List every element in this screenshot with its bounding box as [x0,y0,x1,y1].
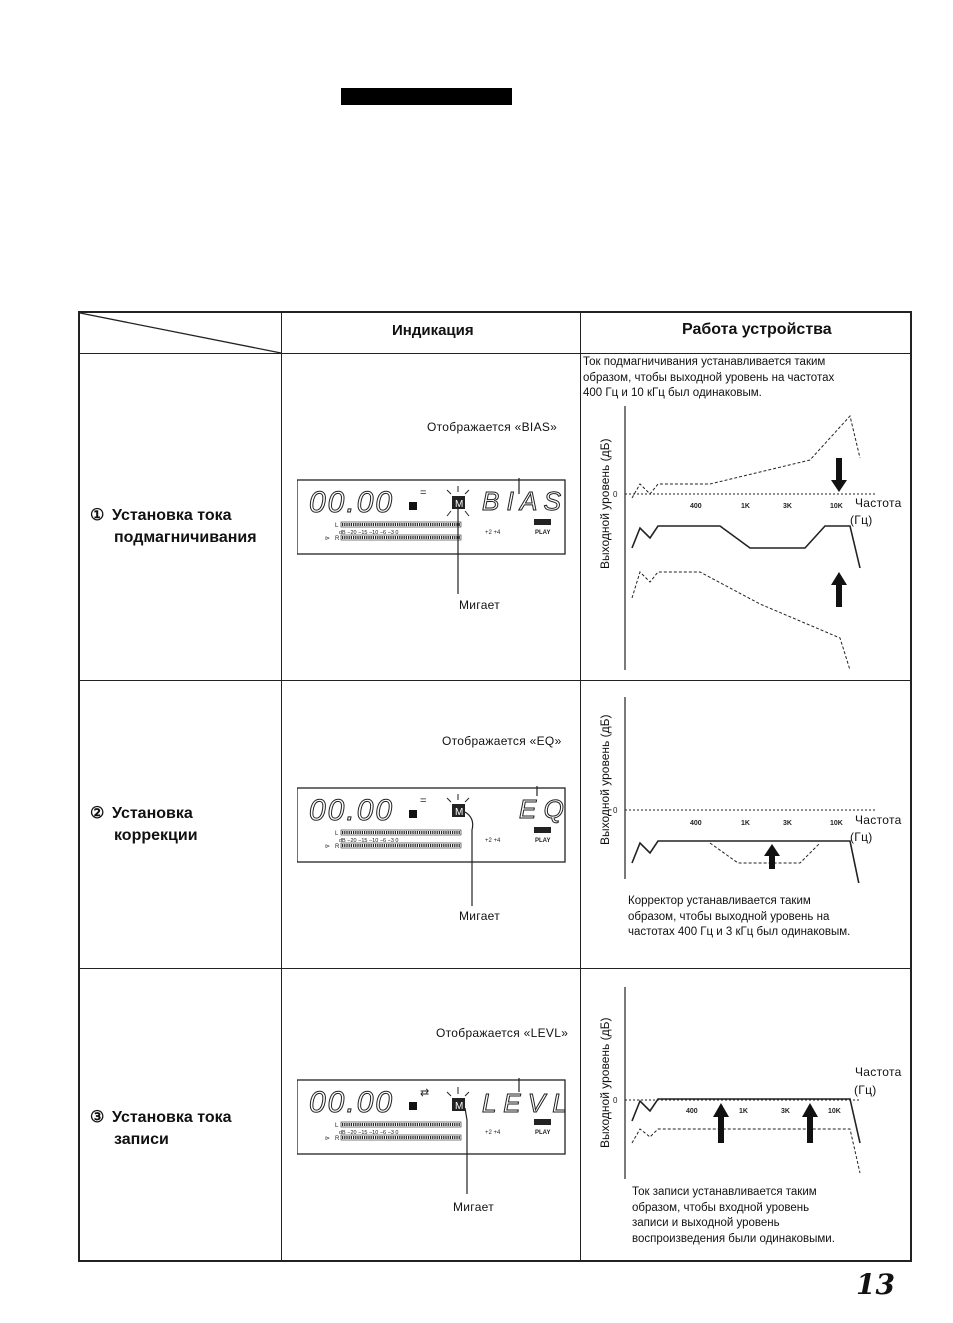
row-divider [80,680,910,681]
row-divider [80,353,910,354]
x-axis-unit: (Гц) [850,513,873,527]
lcd-counter: 00.00 [309,794,394,827]
header-indication: Индикация [392,322,474,339]
lcd-display-levl: 00.00 ⇄ M L E V L L dB −20 −15 −10 −6 −3… [297,1078,567,1194]
blinks-caption: Мигает [453,1200,495,1214]
svg-text:10K: 10K [830,820,843,827]
displayed-caption-eq: Отображается «EQ» [442,734,562,748]
svg-text:+2 +4: +2 +4 [485,530,501,536]
svg-text:⊳: ⊳ [325,844,330,850]
lcd-counter: 00.00 [309,486,394,519]
corner-diagonal [80,313,282,354]
response-graph-level: 0 400 1K 3K 10K [613,987,861,1179]
svg-text:10K: 10K [830,503,843,510]
svg-text:L: L [335,523,339,529]
description-bias: Ток подмагничивания устанавливается таки… [583,356,835,399]
svg-text:R: R [335,844,340,850]
lcd-mode-text: B I A S [482,486,562,516]
svg-text:3K: 3K [783,503,792,510]
displayed-caption-bias: Отображается «BIAS» [427,420,558,434]
x-axis-label: Частота [855,1065,902,1079]
svg-text:R: R [335,1136,340,1142]
arrow-down-icon [831,458,847,492]
x-axis-unit: (Гц) [850,830,873,844]
svg-text:0: 0 [613,806,618,815]
arrow-up-icon [713,1103,729,1143]
m-indicator-icon: M [455,807,463,818]
row-divider [80,968,910,969]
row-number: ③ [90,1109,105,1126]
svg-text:PLAY: PLAY [535,1130,550,1136]
lcd-mode-text: L E V L [482,1088,567,1118]
svg-text:+2 +4: +2 +4 [485,838,501,844]
lcd-display-bias: 00.00 = M B I A S L dB −20 −15 −10 −6 −3… [297,478,566,594]
svg-text:3K: 3K [781,1108,790,1115]
svg-text:1K: 1K [741,503,750,510]
svg-text:=: = [420,795,426,807]
description-level: Ток записи устанавливается таким образом… [632,1186,835,1245]
svg-text:⊳: ⊳ [325,536,330,542]
svg-text:⊳: ⊳ [325,1136,330,1142]
blinks-caption: Мигает [459,598,501,612]
svg-text:dB −20 −15 −10 −6 −3 0: dB −20 −15 −10 −6 −3 0 [339,1130,399,1136]
svg-text:10K: 10K [828,1108,841,1115]
response-graph-eq: 0 400 1K 3K 10K [613,697,875,883]
svg-text:0: 0 [613,1096,618,1105]
svg-text:L: L [335,831,339,837]
svg-text:400: 400 [690,503,702,510]
svg-text:1K: 1K [739,1108,748,1115]
svg-text:1K: 1K [741,820,750,827]
lcd-mode-text: E Q [519,794,564,824]
header-operation: Работа устройства [682,321,832,338]
svg-text:3K: 3K [783,820,792,827]
svg-text:dB −20 −15 −10 −6 −3 0: dB −20 −15 −10 −6 −3 0 [339,530,399,536]
x-axis-label: Частота [855,813,902,827]
column-divider [281,313,282,1260]
lcd-counter: 00.00 [309,1086,394,1119]
displayed-caption-levl: Отображается «LEVL» [436,1026,569,1040]
row-number: ② [90,805,105,822]
column-divider [580,313,581,1260]
svg-text:dB −20 −15 −10 −6 −3 0: dB −20 −15 −10 −6 −3 0 [339,838,399,844]
svg-text:L: L [335,1123,339,1129]
svg-text:PLAY: PLAY [535,530,550,536]
arrow-up-icon [802,1103,818,1143]
description-eq: Корректор устанавливается таким образом,… [628,895,851,938]
svg-text:R: R [335,536,340,542]
blinks-caption: Мигает [459,909,501,923]
arrow-up-icon [831,572,847,607]
row-number: ① [90,507,105,524]
response-graph-bias: 0 400 1K 3K 10K [613,406,875,671]
x-axis-label: Частота [855,496,902,510]
m-indicator-icon: M [455,499,463,510]
arrow-up-icon [764,844,780,869]
svg-text:400: 400 [686,1108,698,1115]
svg-text:400: 400 [690,820,702,827]
x-axis-unit: (Гц) [854,1083,877,1097]
svg-text:⇄: ⇄ [420,1087,429,1099]
page-number: 13 [856,1268,895,1301]
lcd-display-eq: 00.00 = M E Q L dB −20 −15 −10 −6 −3 0 ⊳… [297,786,566,906]
svg-text:+2 +4: +2 +4 [485,1130,501,1136]
m-indicator-icon: M [455,1101,463,1112]
svg-text:=: = [420,487,426,499]
redacted-title-bar [341,88,512,105]
svg-text:0: 0 [613,490,618,499]
svg-text:PLAY: PLAY [535,838,550,844]
